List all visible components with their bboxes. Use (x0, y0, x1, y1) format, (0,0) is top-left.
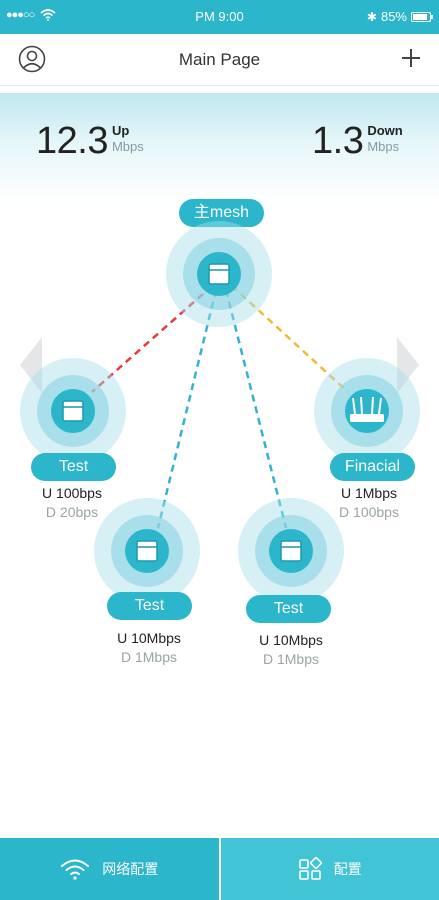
node-2-stats: U 10Mbps D 1Mbps (79, 629, 219, 667)
satellite-node-3[interactable] (238, 498, 344, 604)
node-1-core (51, 389, 95, 433)
node-4-core (345, 389, 389, 433)
upload-speed-value: 12.3 (36, 120, 108, 162)
link-node-3 (224, 289, 288, 529)
main-mesh-node[interactable] (166, 221, 272, 327)
node-2-download: D 1Mbps (120, 649, 178, 665)
node-4-upload: U 1Mbps (340, 485, 398, 501)
download-speed-value: 1.3 (312, 120, 364, 162)
upload-label: Up (111, 123, 130, 138)
wifi-icon (61, 859, 90, 880)
node-4-stats: U 1Mbps D 100bps (299, 484, 439, 522)
satellite-node-4[interactable] (314, 358, 420, 464)
battery-percent: 85% (380, 9, 407, 24)
signal-indicator: ●●●○○ (6, 9, 35, 21)
main-node-core (197, 252, 241, 296)
upload-speed: 12.3 Up Mbps (36, 121, 144, 161)
status-left: ●●●○○ (6, 9, 56, 21)
node-2-upload: U 10Mbps (117, 630, 181, 646)
node-3-stats: U 10Mbps D 1Mbps (221, 631, 361, 669)
scroll-left-arrow-icon[interactable] (18, 335, 44, 395)
node-1-download: D 20bps (45, 504, 99, 520)
node-1-label: Test (31, 453, 116, 481)
topology-links (91, 285, 349, 529)
tab-config-label: 配置 (333, 861, 362, 877)
link-node-4 (231, 285, 349, 393)
status-time: PM 9:00 (195, 9, 244, 24)
link-node-1 (91, 285, 213, 393)
add-icon[interactable] (399, 46, 423, 70)
download-speed: 1.3 Down Mbps (312, 121, 403, 161)
link-node-2 (156, 289, 218, 529)
bluetooth-icon: ✱ (366, 9, 377, 24)
status-bar: ●●●○○ PM 9:00 ✱ 85% (0, 0, 439, 34)
node-1-stats: U 100bps D 20bps (2, 484, 142, 522)
tab-network-config[interactable]: 网络配置 (0, 838, 221, 900)
download-unit: Mbps (367, 139, 400, 154)
header: Main Page (0, 34, 439, 86)
main-node-label: 主mesh (179, 199, 264, 227)
bottom-nav: 网络配置 配置 (0, 838, 439, 900)
download-label: Down (367, 123, 403, 138)
wireless-router-icon (350, 396, 384, 422)
satellite-node-1[interactable] (20, 358, 126, 464)
mesh-router-icon (136, 540, 158, 562)
tab-config[interactable]: 配置 (220, 838, 439, 900)
node-1-upload: U 100bps (42, 485, 102, 501)
upload-unit: Mbps (111, 139, 144, 154)
battery-fill (413, 13, 427, 20)
node-2-label: Test (107, 592, 192, 620)
mesh-router-icon (62, 400, 84, 422)
node-4-label: Finacial (330, 453, 415, 481)
satellite-node-2[interactable] (94, 498, 200, 604)
user-profile-icon[interactable] (18, 45, 46, 73)
tab-network-config-label: 网络配置 (102, 861, 159, 877)
wifi-status-icon (40, 9, 56, 21)
node-3-core (269, 529, 313, 573)
speed-panel: 12.3 Up Mbps 1.3 Down Mbps (0, 93, 439, 203)
grid-icon (298, 857, 322, 880)
status-right: ✱ 85% (366, 9, 433, 24)
node-3-upload: U 10Mbps (259, 632, 323, 648)
mesh-router-icon (208, 263, 230, 285)
battery-icon (411, 11, 433, 22)
page-title: Main Page (178, 50, 261, 69)
node-2-core (125, 529, 169, 573)
node-4-download: D 100bps (339, 504, 399, 520)
node-3-label: Test (246, 595, 331, 623)
mesh-router-icon (280, 540, 302, 562)
scroll-right-arrow-icon[interactable] (395, 335, 421, 395)
mesh-topology: 主mesh Test U 100bps D 20bps (0, 190, 439, 690)
node-3-download: D 1Mbps (262, 651, 320, 667)
